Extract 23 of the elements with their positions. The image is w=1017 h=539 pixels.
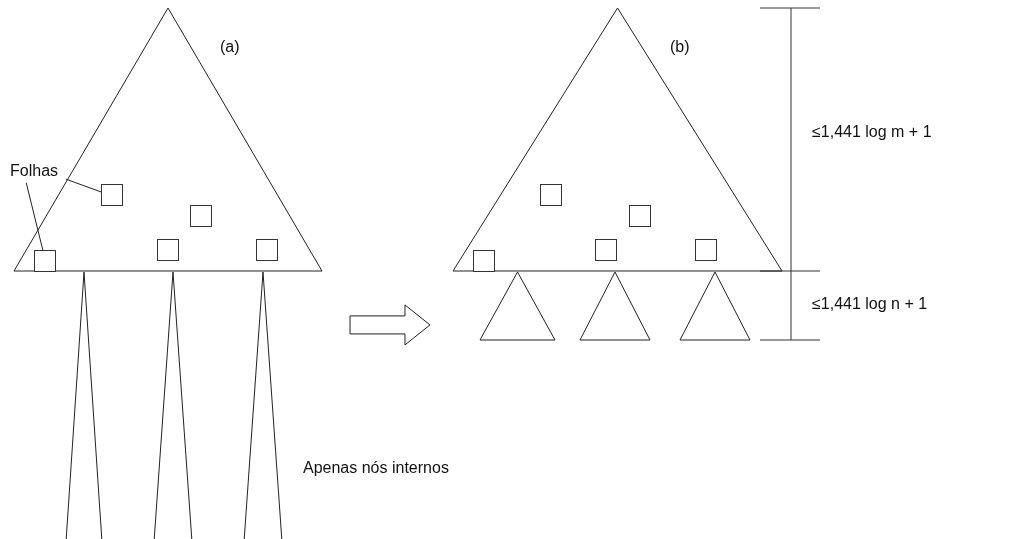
block-arrow <box>349 304 431 346</box>
tree-triangle <box>453 8 782 271</box>
callout-text: Folhas <box>10 163 59 179</box>
leaf-square <box>256 239 278 261</box>
leaf-square <box>540 184 562 206</box>
dimension-label: ≤1,441 log m + 1 <box>812 124 932 140</box>
leader-line <box>25 182 44 251</box>
annotation-text: Apenas nós internos <box>303 460 449 476</box>
leaf-square <box>595 239 617 261</box>
leaf-square <box>101 184 123 206</box>
leaf-square <box>34 250 56 272</box>
figure-label: (a) <box>220 39 240 55</box>
figure-label: (b) <box>670 39 690 55</box>
subtree-triangle <box>480 272 555 340</box>
leader-line <box>65 178 102 193</box>
leaf-square <box>629 205 651 227</box>
leaf-square <box>473 250 495 272</box>
dimension-label: ≤1,441 log n + 1 <box>812 296 928 312</box>
leaf-square <box>695 239 717 261</box>
subtree-triangle <box>680 272 750 340</box>
subtree-triangle <box>580 272 650 340</box>
leaf-square <box>190 205 212 227</box>
leaf-square <box>157 239 179 261</box>
